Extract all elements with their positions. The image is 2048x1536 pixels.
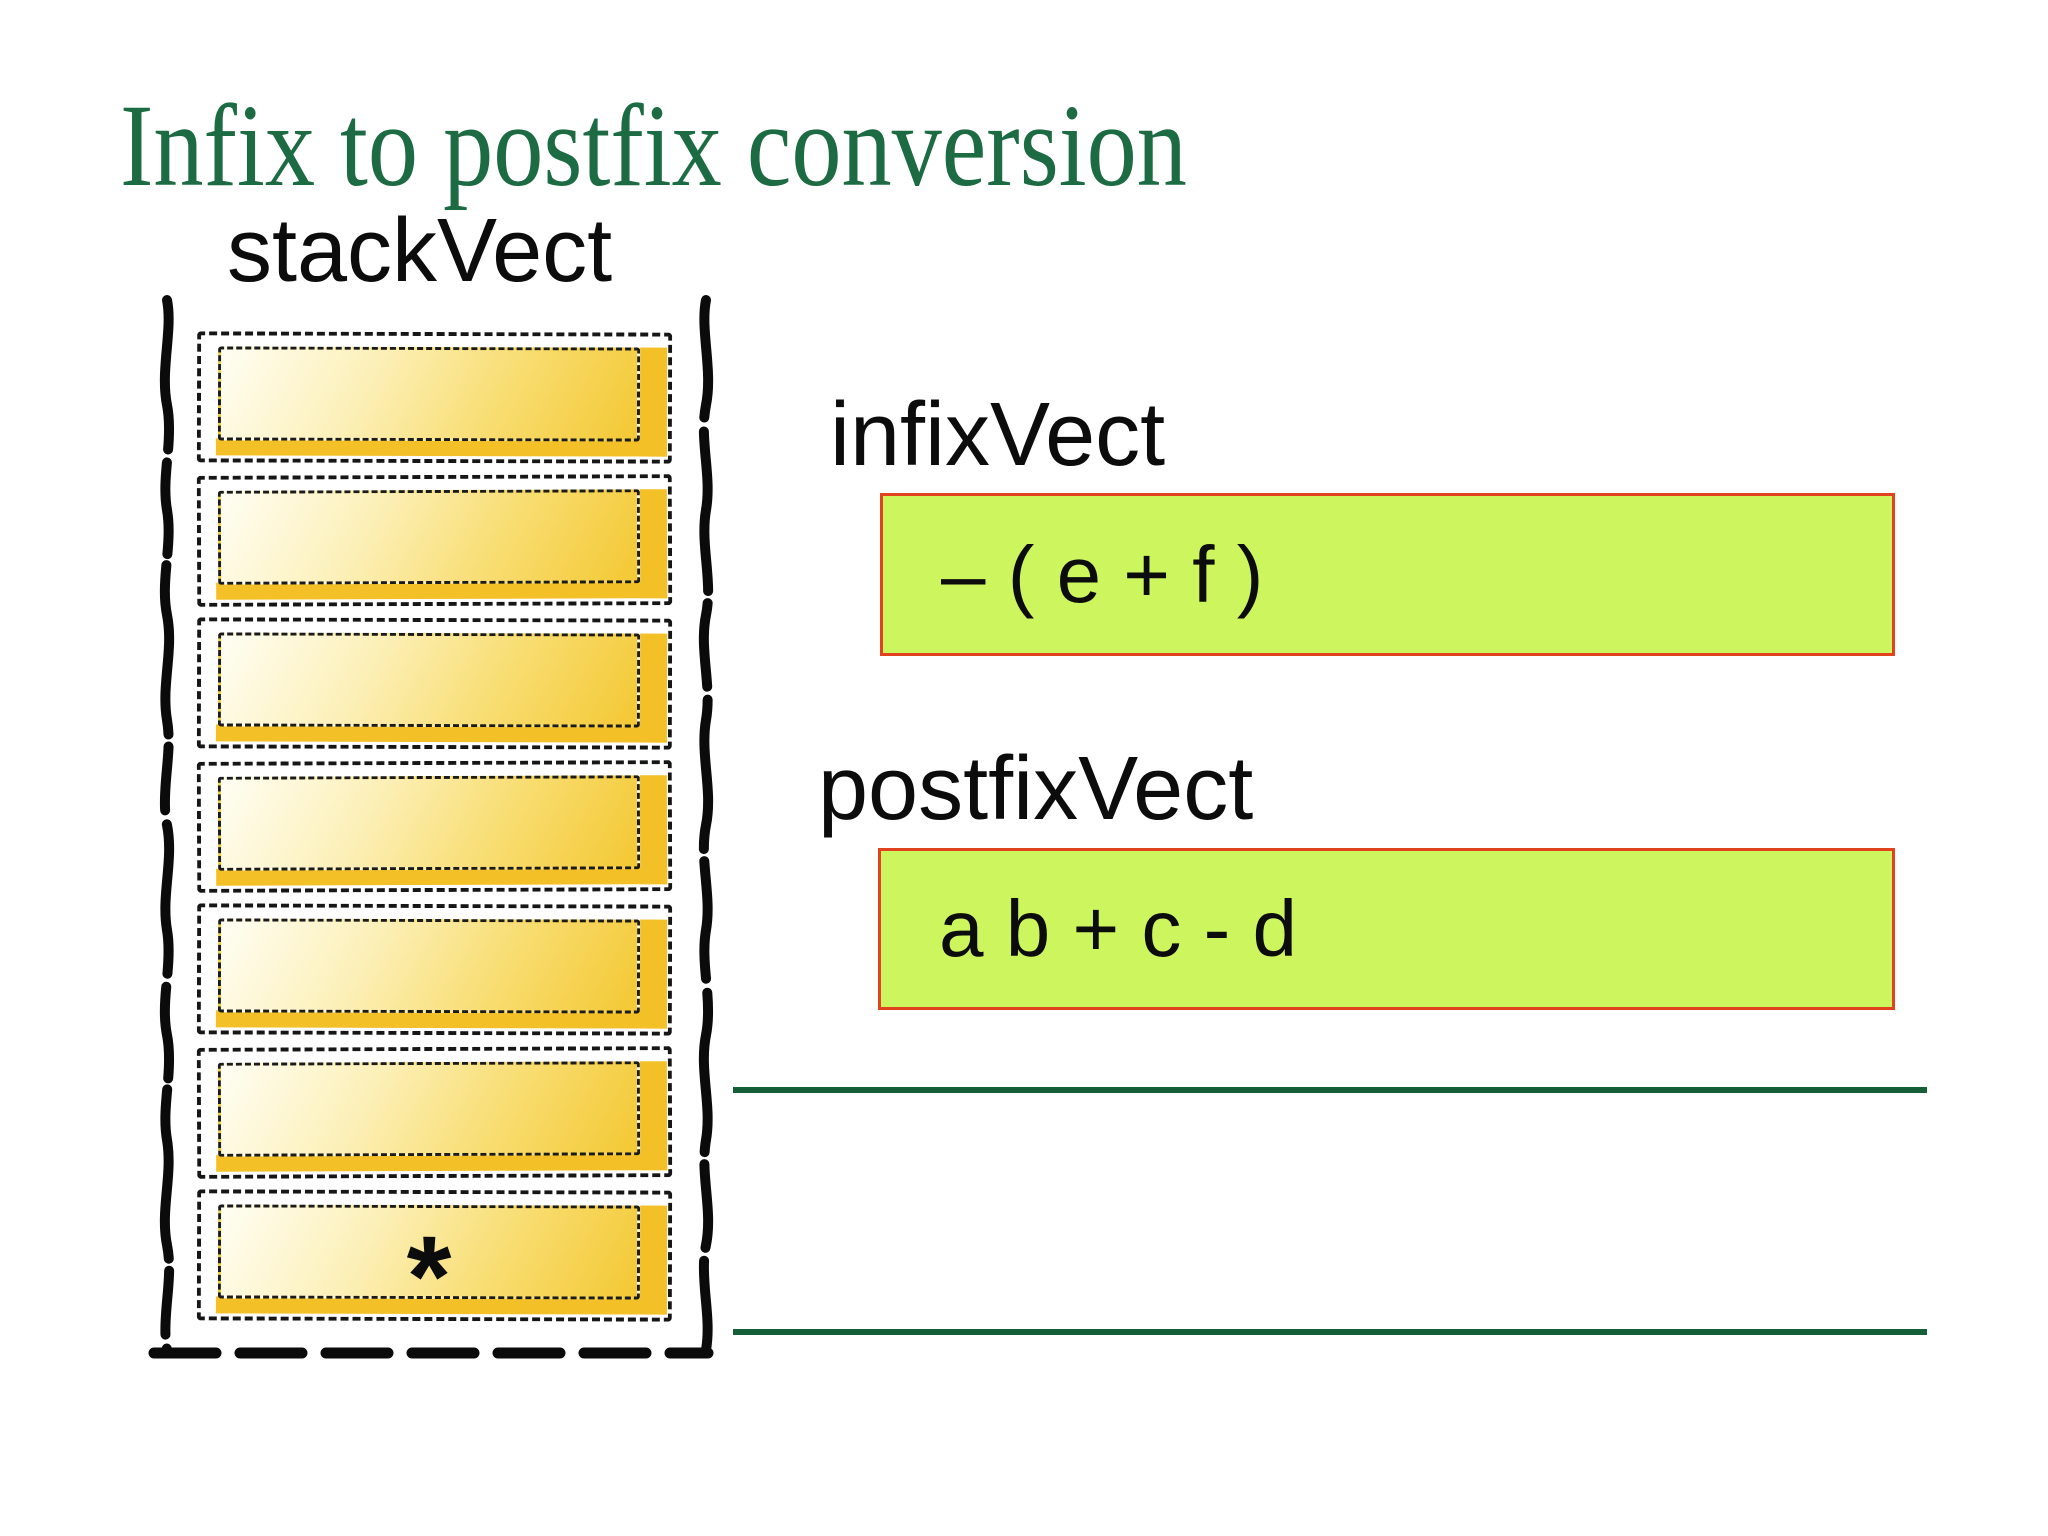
stack-cell: [196, 760, 673, 893]
stack-frame-sketch: [148, 295, 714, 1359]
stack-cell: [196, 474, 673, 607]
cell-face: *: [217, 1204, 641, 1341]
infix-vector-label: infixVect: [830, 385, 1166, 485]
cell-face: [217, 918, 641, 1014]
cell-face: [217, 632, 641, 728]
stack-cell: [196, 903, 673, 1036]
stack-cell: [196, 617, 673, 750]
cell-face: [217, 1061, 641, 1157]
stack-left-rail: [159, 295, 175, 1355]
stack-cell: *: [196, 1189, 673, 1341]
infix-vector-box: – ( e + f ): [880, 493, 1895, 656]
divider-line-top: [733, 1087, 1927, 1093]
postfix-expression: a b + c - d: [939, 884, 1297, 973]
cell-value: *: [406, 1212, 452, 1341]
infix-expression: – ( e + f ): [941, 529, 1264, 619]
stack-cell: [196, 331, 673, 464]
cell-face: [217, 489, 641, 585]
stack-right-rail: [698, 295, 714, 1355]
stack-vector-label: stackVect: [227, 201, 613, 301]
postfix-vector-box: a b + c - d: [878, 848, 1895, 1010]
cell-face: [217, 775, 641, 871]
stack-cells: *: [140, 290, 750, 1380]
postfix-vector-label: postfixVect: [818, 739, 1254, 839]
stack-vector: *: [140, 290, 750, 1380]
divider-line-bottom: [733, 1329, 1927, 1335]
cell-face: [217, 346, 641, 442]
stack-cell: [196, 1046, 673, 1179]
slide-title: Infix to postfix conversion: [120, 80, 1187, 211]
